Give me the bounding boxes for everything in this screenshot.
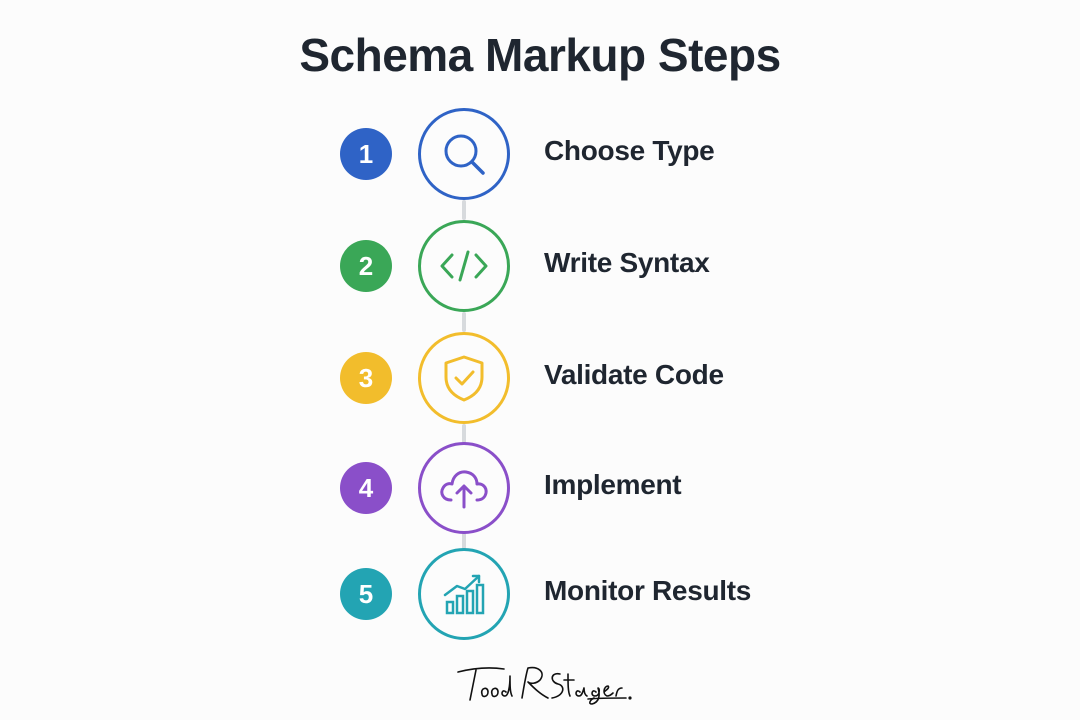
step-write-syntax: 2 Write Syntax [0, 220, 1080, 312]
page-title: Schema Markup Steps [299, 29, 781, 81]
step-validate-code: 3 Validate Code [0, 332, 1080, 424]
step-number-badge: 4 [340, 462, 392, 514]
step-connector [462, 200, 466, 220]
step-icon-circle [418, 108, 510, 200]
step-connector [462, 532, 466, 550]
shield-check-icon [444, 355, 484, 402]
step-icon-circle [418, 332, 510, 424]
step-label: Choose Type [544, 135, 715, 166]
step-connector [462, 424, 466, 444]
code-icon [440, 250, 488, 282]
step-implement: 4 Implement [0, 442, 1080, 534]
signature [457, 666, 632, 705]
growth-chart-icon [443, 574, 485, 615]
step-icon-circle [418, 220, 510, 312]
step-number-badge: 3 [340, 352, 392, 404]
cloud-upload-icon [440, 470, 488, 509]
step-icon-circle [418, 548, 510, 640]
search-icon [444, 134, 485, 175]
step-number-badge: 2 [340, 240, 392, 292]
step-monitor-results: 5 Monitor Results [0, 548, 1080, 640]
step-number-badge: 5 [340, 568, 392, 620]
step-icon-circle [418, 442, 510, 534]
step-label: Validate Code [544, 359, 724, 390]
step-label: Monitor Results [544, 575, 752, 606]
step-label: Write Syntax [544, 247, 710, 278]
step-label: Implement [544, 469, 682, 500]
step-number-badge: 1 [340, 128, 392, 180]
step-choose-type: 1 Choose Type [0, 108, 1080, 200]
step-connector [462, 312, 466, 332]
